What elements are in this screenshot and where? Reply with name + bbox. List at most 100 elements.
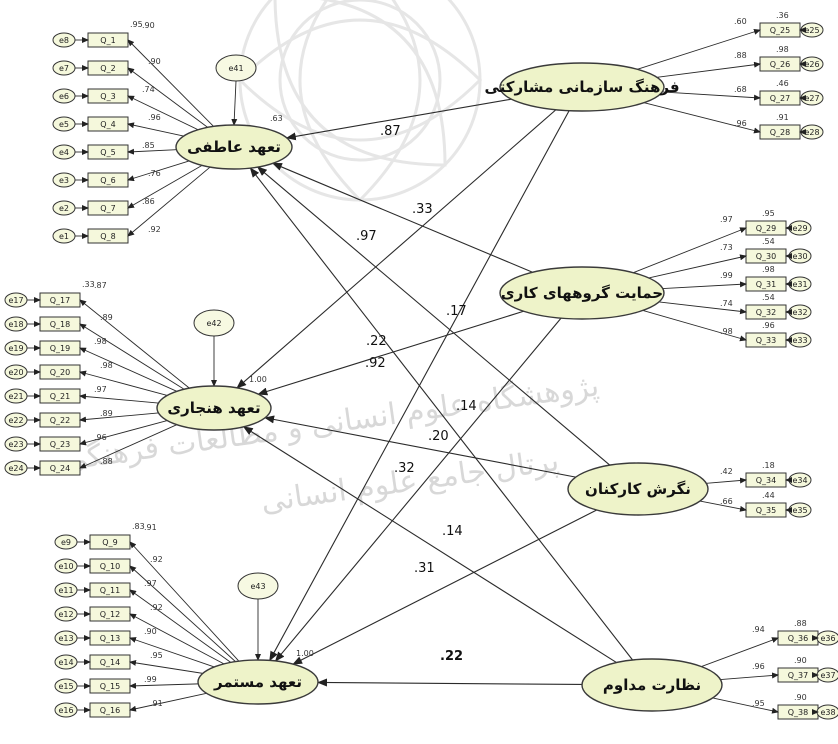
error-label: e22 bbox=[8, 416, 23, 425]
indicator-L1-2: Q_2e7.90 bbox=[52, 57, 208, 128]
loading-value: .73 bbox=[720, 243, 733, 252]
latent-L5: حمایت گروههای کاری bbox=[499, 266, 665, 320]
path-coefficient-L7-L3: .22 bbox=[440, 649, 463, 664]
loading-value: .90 bbox=[142, 21, 155, 30]
indicator-label: Q_30 bbox=[756, 252, 776, 261]
loading-arrow bbox=[712, 697, 779, 714]
path-arrow-L6-L2 bbox=[264, 415, 576, 478]
loading-value: .74 bbox=[142, 85, 155, 94]
loading-value: .87 bbox=[94, 281, 107, 290]
loading-arrow bbox=[129, 692, 207, 712]
path-coefficient-L6-L2: .32 bbox=[394, 461, 415, 476]
loading-arrow bbox=[127, 160, 190, 182]
latent-L4: فرهنگ سازمانی مشارکتی bbox=[484, 62, 680, 112]
error-label: e35 bbox=[792, 506, 807, 515]
indicator-label: Q_24 bbox=[50, 464, 70, 473]
indicator-label: Q_19 bbox=[50, 344, 70, 353]
loading-value: .91 bbox=[150, 699, 163, 708]
indicator-label: Q_5 bbox=[100, 148, 115, 157]
loading-arrow bbox=[129, 682, 199, 689]
loading-value: .95 bbox=[752, 699, 765, 708]
indicator-label: Q_20 bbox=[50, 368, 70, 377]
path-coefficient-L6-L1: .92 bbox=[365, 356, 386, 371]
error-label: e31 bbox=[792, 280, 807, 289]
latent-label: تعهد عاطفی bbox=[187, 138, 281, 156]
loading-value: .97 bbox=[144, 579, 157, 588]
loading-value: .96 bbox=[94, 433, 107, 442]
loading-arrow bbox=[699, 500, 747, 512]
latent-L6: نگرش کارکنان bbox=[567, 462, 709, 516]
loading-arrow bbox=[127, 148, 177, 155]
indicator-label: Q_36 bbox=[788, 634, 808, 643]
loading-arrow bbox=[648, 254, 747, 279]
loading-arrow bbox=[79, 412, 159, 423]
latent-ellipse bbox=[499, 62, 665, 112]
path-coefficient-L5-L1: .33 bbox=[412, 202, 433, 217]
error-label: e20 bbox=[8, 368, 23, 377]
indicator-label: Q_11 bbox=[100, 586, 120, 595]
error-label: e25 bbox=[804, 26, 819, 35]
loading-arrow bbox=[127, 166, 211, 237]
error-label: e16 bbox=[58, 706, 73, 715]
loading-value: .98 bbox=[94, 337, 107, 346]
loading-arrow bbox=[129, 589, 231, 663]
latent-L3: تعهد مستمر bbox=[197, 659, 319, 705]
indicator-L1-4: Q_4e5.96 bbox=[52, 113, 184, 137]
error-label: e28 bbox=[804, 128, 819, 137]
loading-value: .88 bbox=[734, 51, 747, 60]
latent-ellipse bbox=[156, 385, 272, 431]
error-label: e32 bbox=[792, 308, 807, 317]
latent-label: تعهد هنجاری bbox=[167, 399, 260, 417]
path-coefficient-L4-L3: .17 bbox=[446, 304, 467, 319]
latent-ellipse bbox=[499, 266, 665, 320]
loading-arrow bbox=[643, 102, 761, 134]
loading-arrow bbox=[701, 637, 779, 667]
path-coefficient-L5-L2: .22 bbox=[366, 334, 387, 349]
r-squared: .33 bbox=[82, 280, 95, 289]
loading-value: .96 bbox=[752, 662, 765, 671]
error-label: e4 bbox=[59, 148, 69, 157]
loading-value: .90 bbox=[144, 627, 157, 636]
indicator-label: Q_31 bbox=[756, 280, 776, 289]
path-arrow-L5-L2 bbox=[257, 310, 524, 396]
indicator-label: Q_12 bbox=[100, 610, 120, 619]
latent-ellipse bbox=[175, 124, 293, 170]
disturbance-label: e42 bbox=[206, 319, 221, 328]
r-squared: .95 bbox=[130, 20, 143, 29]
path-coefficient-L6-L3: .31 bbox=[414, 561, 435, 576]
error-label: e34 bbox=[792, 476, 807, 485]
indicator-L3-1: Q_9e9.91.83 bbox=[54, 522, 240, 662]
error-label: e7 bbox=[59, 64, 69, 73]
indicator-label: Q_28 bbox=[770, 128, 790, 137]
indicator-label: Q_38 bbox=[788, 708, 808, 717]
indicator-L1-1: Q_1e8.90.95 bbox=[52, 20, 214, 127]
path-arrow-L5-L1 bbox=[271, 162, 533, 273]
path-arrow-L4-L1 bbox=[285, 98, 512, 141]
indicator-label: Q_25 bbox=[770, 26, 790, 35]
indicator-label: Q_1 bbox=[100, 36, 115, 45]
loading-arrow bbox=[127, 39, 214, 127]
error-label: e12 bbox=[58, 610, 73, 619]
loading-value: .89 bbox=[100, 409, 113, 418]
loading-value: .76 bbox=[148, 169, 161, 178]
loading-arrow bbox=[642, 310, 747, 342]
path-coefficient-L5-L3: .14 bbox=[456, 399, 477, 414]
latent-label: تعهد مستمر bbox=[213, 673, 302, 691]
indicator-label: Q_14 bbox=[100, 658, 120, 667]
latent-label: نظارت مداوم bbox=[603, 676, 701, 694]
r-squared: .83 bbox=[132, 522, 145, 531]
loading-arrow bbox=[127, 67, 208, 128]
indicator-label: Q_29 bbox=[756, 224, 776, 233]
